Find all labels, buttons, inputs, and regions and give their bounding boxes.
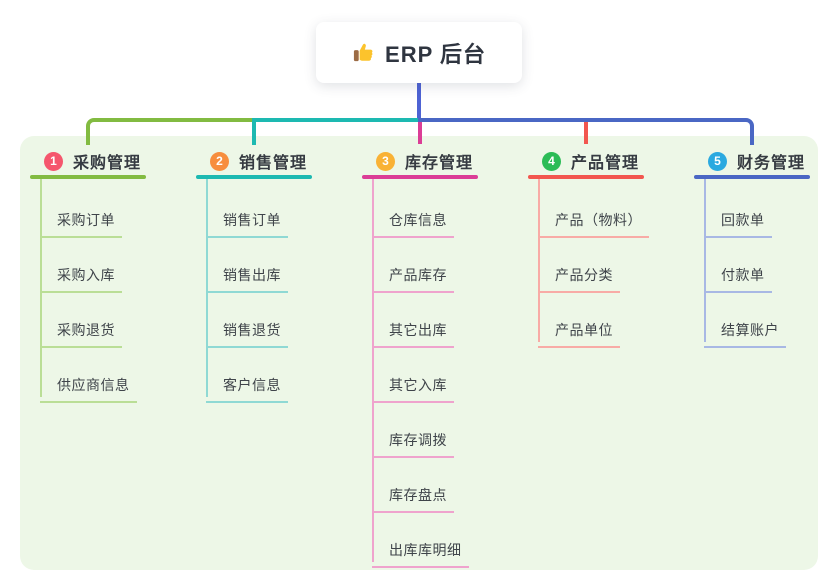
child-node-label: 出库库明细 [389,542,462,558]
child-node-label: 采购订单 [57,212,115,228]
child-node[interactable]: 仓库信息 [372,200,454,238]
branch-number-badge: 5 [708,151,727,171]
child-node[interactable]: 结算账户 [704,310,786,348]
branch-title-label: 财务管理 [737,155,806,172]
branch-underline [362,175,478,179]
child-node-label: 回款单 [721,212,765,228]
branch-1: 1 采购管理采购订单采购入库采购退货供应商信息 [30,0,146,588]
child-node[interactable]: 采购退货 [40,310,122,348]
branch-title-node[interactable]: 4 产品管理 [542,149,639,173]
branch-number-badge: 4 [542,151,561,171]
branch-title-label: 产品管理 [571,155,640,172]
child-node-label: 其它入库 [389,377,447,393]
branch-5-elbow-line [418,118,754,145]
branch-title-node[interactable]: 1 采购管理 [44,149,141,173]
child-node[interactable]: 库存盘点 [372,475,454,513]
child-node[interactable]: 产品分类 [538,255,620,293]
branch-underline [694,175,810,179]
root-node[interactable]: ERP 后台 [316,22,522,83]
child-node[interactable]: 产品库存 [372,255,454,293]
branch-number-badge: 3 [376,151,395,171]
branch-title-node[interactable]: 2 销售管理 [210,149,307,173]
branch-4-drop-line [584,122,588,144]
branch-title-label: 库存管理 [405,155,474,172]
child-node-label: 结算账户 [721,322,779,338]
child-node[interactable]: 其它入库 [372,365,454,403]
branch-5: 5 财务管理回款单付款单结算账户 [694,0,810,588]
branch-underline [528,175,644,179]
child-node[interactable]: 供应商信息 [40,365,137,403]
child-node-label: 销售订单 [223,212,281,228]
branch-1-elbow-line [86,118,252,145]
branch-children-line [40,179,42,397]
branch-2: 2 销售管理销售订单销售出库销售退货客户信息 [196,0,312,588]
child-node[interactable]: 出库库明细 [372,530,469,568]
child-node[interactable]: 产品单位 [538,310,620,348]
branch-underline [30,175,146,179]
branch-children-line [704,179,706,342]
child-node-label: 仓库信息 [389,212,447,228]
root-stem-line [417,83,421,120]
child-node-label: 付款单 [721,267,765,283]
child-node[interactable]: 客户信息 [206,365,288,403]
child-node-label: 销售退货 [223,322,281,338]
child-node-label: 产品库存 [389,267,447,283]
branch-3-drop-line [418,122,422,144]
branch-title-node[interactable]: 3 库存管理 [376,149,473,173]
child-node[interactable]: 销售退货 [206,310,288,348]
thumbs-up-icon [352,41,375,64]
branch-4: 4 产品管理产品（物料） 产品分类产品单位 [528,0,649,588]
branch-children-line [206,179,208,397]
branch-underline [196,175,312,179]
branch-2-elbow-line [252,118,418,145]
child-node[interactable]: 销售订单 [206,200,288,238]
child-node[interactable]: 采购订单 [40,200,122,238]
child-node[interactable]: 产品（物料） [538,200,649,238]
child-node-label: 采购退货 [57,322,115,338]
mindmap-panel [20,136,818,570]
branch-3: 3 库存管理仓库信息产品库存其它出库其它入库库存调拨库存盘点出库库明细 [362,0,478,588]
branch-number-badge: 1 [44,151,63,171]
child-node[interactable]: 销售出库 [206,255,288,293]
child-node[interactable]: 库存调拨 [372,420,454,458]
child-node[interactable]: 其它出库 [372,310,454,348]
child-node-label: 产品单位 [555,322,613,338]
branch-title-label: 销售管理 [239,155,308,172]
child-node-label: 库存调拨 [389,432,447,448]
child-node-label: 采购入库 [57,267,115,283]
branch-children-line [538,179,540,342]
root-title: ERP 后台 [385,41,486,67]
child-node-label: 其它出库 [389,322,447,338]
child-node-label: 产品（物料） [555,212,642,228]
child-node-label: 销售出库 [223,267,281,283]
child-node[interactable]: 回款单 [704,200,772,238]
child-node-label: 客户信息 [223,377,281,393]
branch-children-line [372,179,374,562]
branch-title-label: 采购管理 [73,155,142,172]
branch-title-node[interactable]: 5 财务管理 [708,149,805,173]
child-node[interactable]: 采购入库 [40,255,122,293]
child-node-label: 产品分类 [555,267,613,283]
child-node-label: 库存盘点 [389,487,447,503]
child-node-label: 供应商信息 [57,377,130,393]
child-node[interactable]: 付款单 [704,255,772,293]
branch-number-badge: 2 [210,151,229,171]
